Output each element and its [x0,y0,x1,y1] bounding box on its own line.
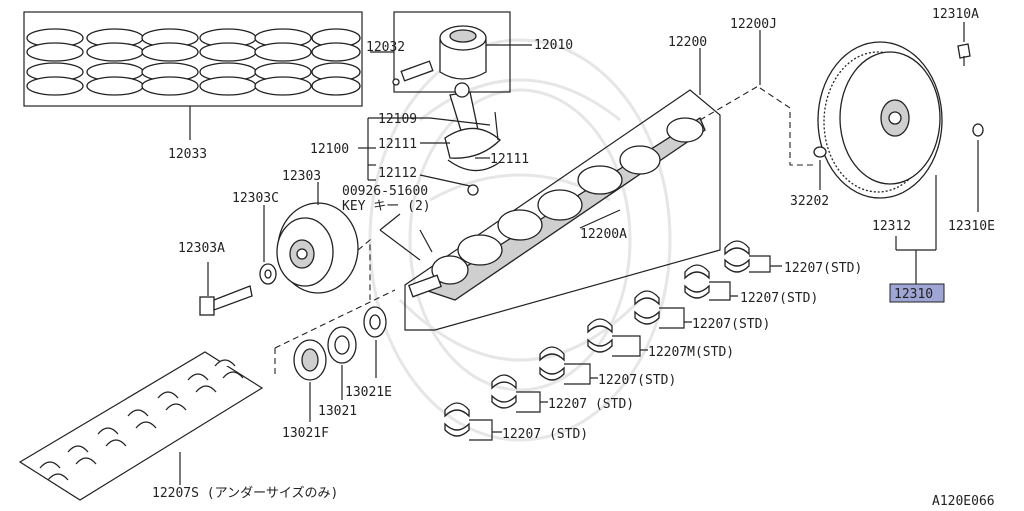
label-12200[interactable]: 12200 [668,35,707,50]
crankshaft[interactable] [408,117,706,301]
label-12303C[interactable]: 12303C [232,191,279,206]
label-bearing-6[interactable]: 12207 (STD) [548,397,634,412]
label-12312[interactable]: 12312 [872,219,911,234]
bearing-brackets [469,255,782,441]
highlighted-part-12310[interactable]: 12310 [889,283,945,303]
label-12200A[interactable]: 12200A [580,227,627,242]
label-bearing-7[interactable]: 12207 (STD) [502,427,588,442]
undersize-bearings [39,359,244,481]
label-key[interactable]: KEY キー (2) [342,199,431,214]
label-bearing-5[interactable]: 12207(STD) [598,373,676,388]
label-12200J[interactable]: 12200J [730,17,777,32]
label-12010[interactable]: 12010 [534,38,573,53]
piston-pin [392,60,434,86]
pulley-bolt[interactable] [199,285,253,316]
bearing-pair-2 [684,264,710,299]
spacer-13021F[interactable] [293,339,327,381]
dowel-12310E[interactable] [972,123,984,137]
flywheel-bolt-12310A[interactable] [957,43,971,66]
label-12100[interactable]: 12100 [310,142,349,157]
label-12303A[interactable]: 12303A [178,241,225,256]
crank-pointer-lines [579,30,761,229]
sprocket-13021[interactable] [327,326,357,364]
bearing-pair-6 [491,374,517,409]
flywheel[interactable] [817,41,943,199]
crankshaft-enclosure [404,89,721,331]
bearing-pair-1 [724,240,750,273]
label-12207S[interactable]: 12207S (アンダーサイズのみ) [152,485,338,501]
label-12310A[interactable]: 12310A [932,7,979,22]
flywheel-lines [759,22,979,284]
diagram-code: A120E066 [932,494,995,509]
connecting-rod[interactable] [444,82,501,196]
bearing-pair-7 [444,402,470,437]
label-12033[interactable]: 12033 [168,147,207,162]
label-bearing-2[interactable]: 12207(STD) [740,291,818,306]
piston-rings-group[interactable] [23,11,363,140]
bearing-pair-3 [634,290,660,325]
label-00926-51600[interactable]: 00926-51600 [342,184,428,199]
dowel-32202[interactable] [813,146,827,158]
undersize-bearing-tray[interactable] [18,351,264,501]
label-12109[interactable]: 12109 [378,112,417,127]
crank-pulley[interactable] [276,202,359,294]
label-bearing-4[interactable]: 12207M(STD) [648,345,734,360]
label-13021[interactable]: 13021 [318,404,357,419]
label-bearing-3[interactable]: 12207(STD) [692,317,770,332]
label-12111-b[interactable]: 12111 [490,152,529,167]
label-12310E[interactable]: 12310E [948,219,995,234]
label-13021F[interactable]: 13021F [282,426,329,441]
piston [439,25,487,80]
piston-ring-set [26,28,361,96]
main-bearings[interactable] [444,240,782,441]
washer-12303C[interactable] [259,263,277,285]
label-12112[interactable]: 12112 [378,166,417,181]
bearing-pair-5 [539,346,565,381]
key-lines [379,213,433,261]
label-13021E[interactable]: 13021E [345,385,392,400]
label-lines-12100 [358,117,491,187]
label-bearing-1[interactable]: 12207(STD) [784,261,862,276]
bearing-pair-4 [587,318,613,353]
label-32202[interactable]: 32202 [790,194,829,209]
gear-dash [274,289,396,375]
label-12310: 12310 [894,287,933,302]
washer-13021E[interactable] [363,306,387,338]
label-12032[interactable]: 12032 [366,40,405,55]
piston-group[interactable] [370,11,532,93]
pulley-dash [357,238,371,300]
label-12303[interactable]: 12303 [282,169,321,184]
label-12111-a[interactable]: 12111 [378,137,417,152]
